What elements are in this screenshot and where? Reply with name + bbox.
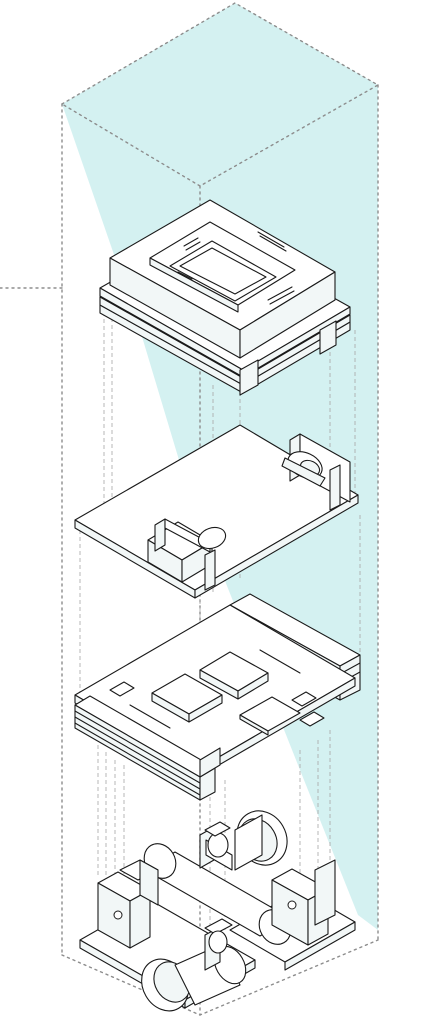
projection-connectors <box>79 305 361 930</box>
circuit-board-with-fan <box>74 424 359 599</box>
base-motor-assembly <box>79 810 356 1012</box>
stacked-board-assembly <box>74 593 361 801</box>
top-frame-assembly <box>99 199 351 396</box>
